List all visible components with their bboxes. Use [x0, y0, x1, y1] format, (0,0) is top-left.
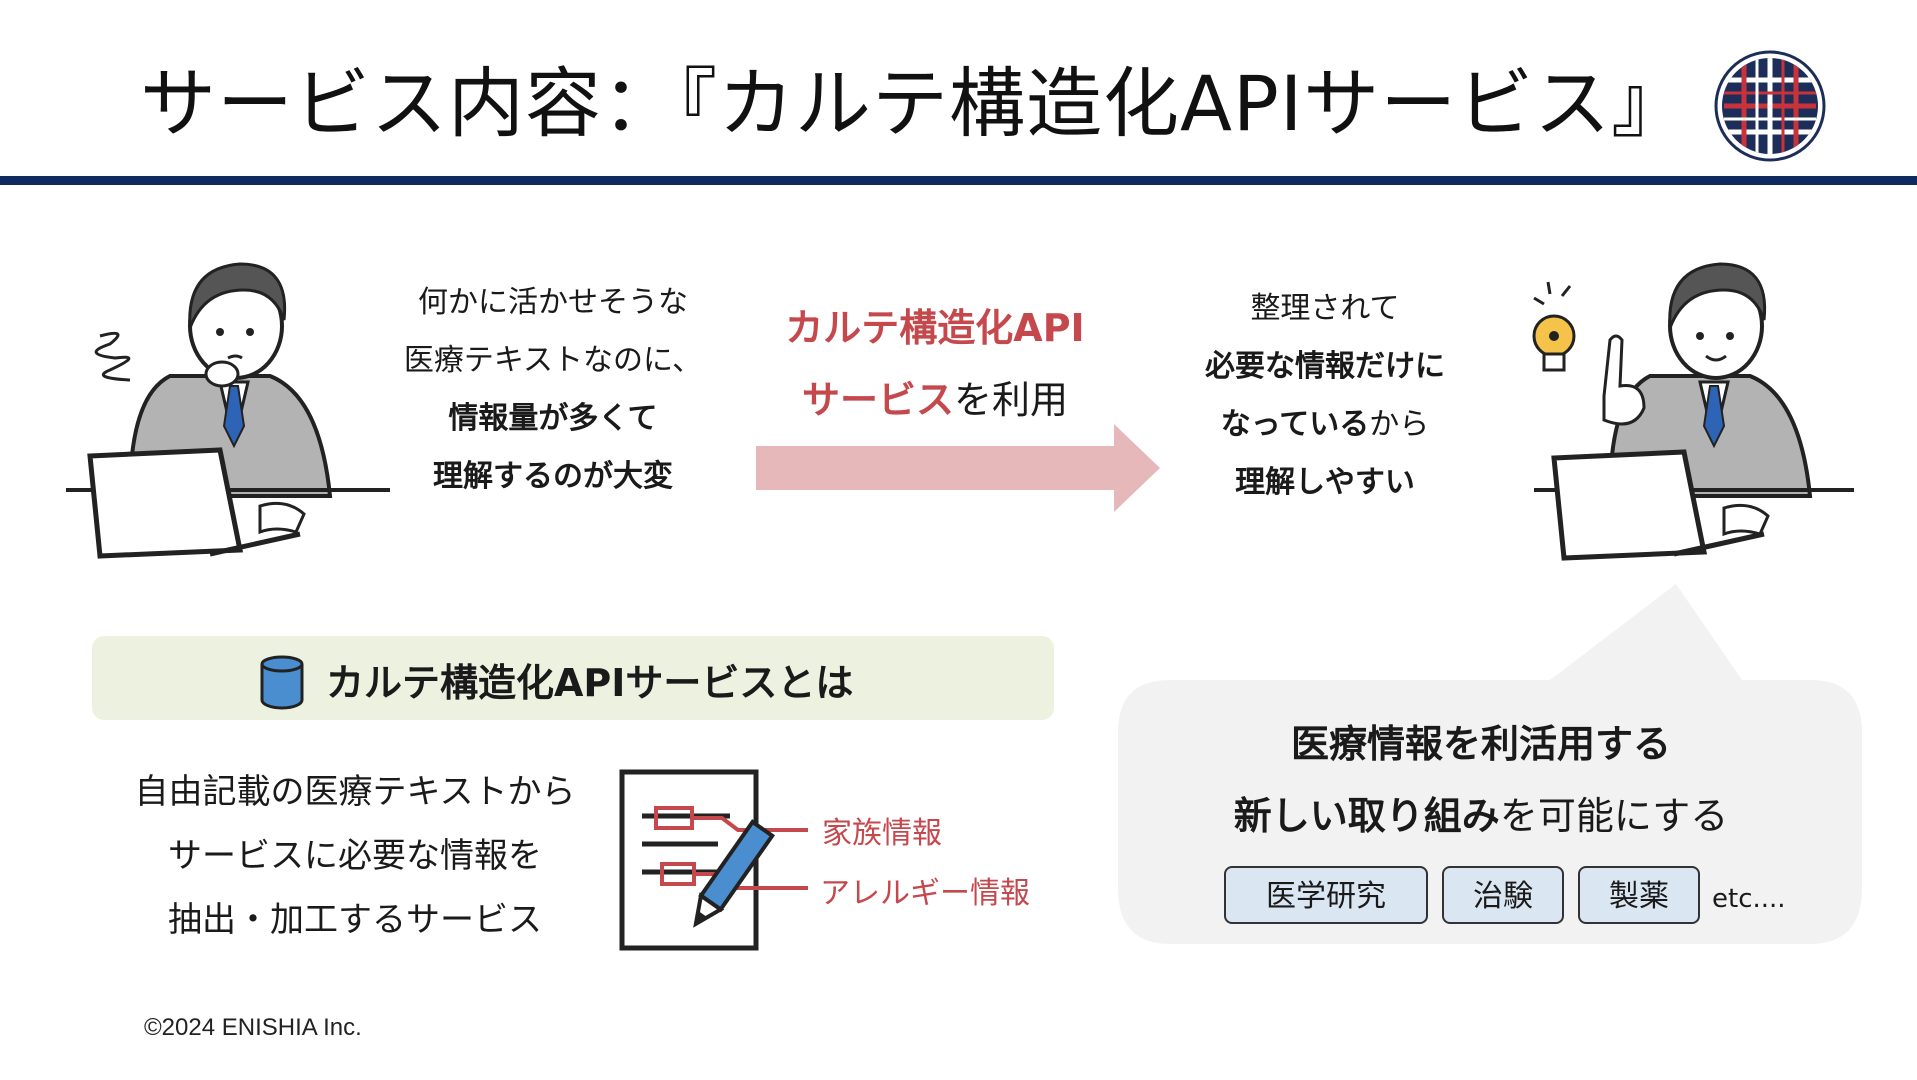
- bubble-line-2: 新しい取り組みを可能にする: [1114, 780, 1848, 852]
- problem-line-1: 何かに活かせそうな: [418, 285, 688, 320]
- definition-header-bar: [92, 636, 1054, 720]
- bubble-line-2-rest: を可能にする: [1499, 794, 1729, 838]
- problem-line-3: 情報量が多くて: [448, 401, 658, 436]
- bubble-line-1: 医療情報を利活用する: [1290, 722, 1671, 766]
- page-title: サービス内容：『カルテ構造化APIサービス』: [140, 59, 1689, 148]
- tag-allergy-info: アレルギー情報: [820, 876, 1030, 911]
- chip-medical-research: 医学研究: [1224, 866, 1428, 924]
- result-line-1: 整理されて: [1250, 291, 1400, 326]
- bubble-line-2-bold: 新しい取り組み: [1233, 794, 1500, 838]
- result-line-2: 必要な情報だけに: [1205, 349, 1445, 384]
- database-icon: [260, 655, 304, 710]
- speech-bubble: [1118, 584, 1862, 944]
- title-divider: [0, 176, 1917, 185]
- etc-label: etc....: [1712, 884, 1786, 914]
- solution-rest: を利用: [954, 378, 1069, 422]
- bubble-message: 医療情報を利活用する 新しい取り組みを可能にする: [1114, 708, 1848, 852]
- result-line-3-bold: なっている: [1220, 407, 1370, 442]
- solution-line-2: サービスを利用: [720, 364, 1150, 436]
- document-pen-icon: [619, 769, 808, 951]
- solution-statement: カルテ構造化API サービスを利用: [720, 292, 1150, 436]
- logo-emblem: [1714, 50, 1826, 162]
- solution-highlight: サービス: [801, 378, 954, 422]
- description-line-3: 抽出・加工するサービス: [168, 900, 542, 940]
- description-line-2: サービスに必要な情報を: [168, 836, 542, 876]
- confused-person-illustration: [66, 262, 390, 559]
- solution-line-1: カルテ構造化API: [785, 306, 1085, 350]
- copyright-notice: ©2024 ENISHIA Inc.: [144, 1014, 362, 1041]
- chip-pharmaceutical: 製薬: [1578, 866, 1700, 924]
- problem-statement: 何かに活かせそうな 医療テキストなのに、 情報量が多くて 理解するのが大変: [378, 274, 728, 506]
- enlightened-person-illustration: [1532, 262, 1854, 561]
- description-line-1: 自由記載の医療テキストから: [134, 772, 576, 812]
- lightbulb-icon: [1532, 281, 1576, 372]
- result-line-3: なっているから: [1160, 396, 1490, 454]
- problem-line-2: 医療テキストなのに、: [403, 343, 703, 378]
- tag-family-info: 家族情報: [822, 816, 942, 851]
- result-line-4: 理解しやすい: [1235, 465, 1415, 500]
- problem-line-4: 理解するのが大変: [433, 459, 673, 494]
- confused-scribble-icon: [94, 331, 131, 382]
- result-statement: 整理されて 必要な情報だけに なっているから 理解しやすい: [1160, 280, 1490, 512]
- definition-title: カルテ構造化APIサービスとは: [326, 661, 854, 705]
- definition-description: 自由記載の医療テキストから サービスに必要な情報を 抽出・加工するサービス: [100, 760, 610, 952]
- chip-clinical-trial: 治験: [1442, 866, 1564, 924]
- result-line-3-rest: から: [1369, 407, 1430, 442]
- arrow-right-icon: [756, 424, 1160, 512]
